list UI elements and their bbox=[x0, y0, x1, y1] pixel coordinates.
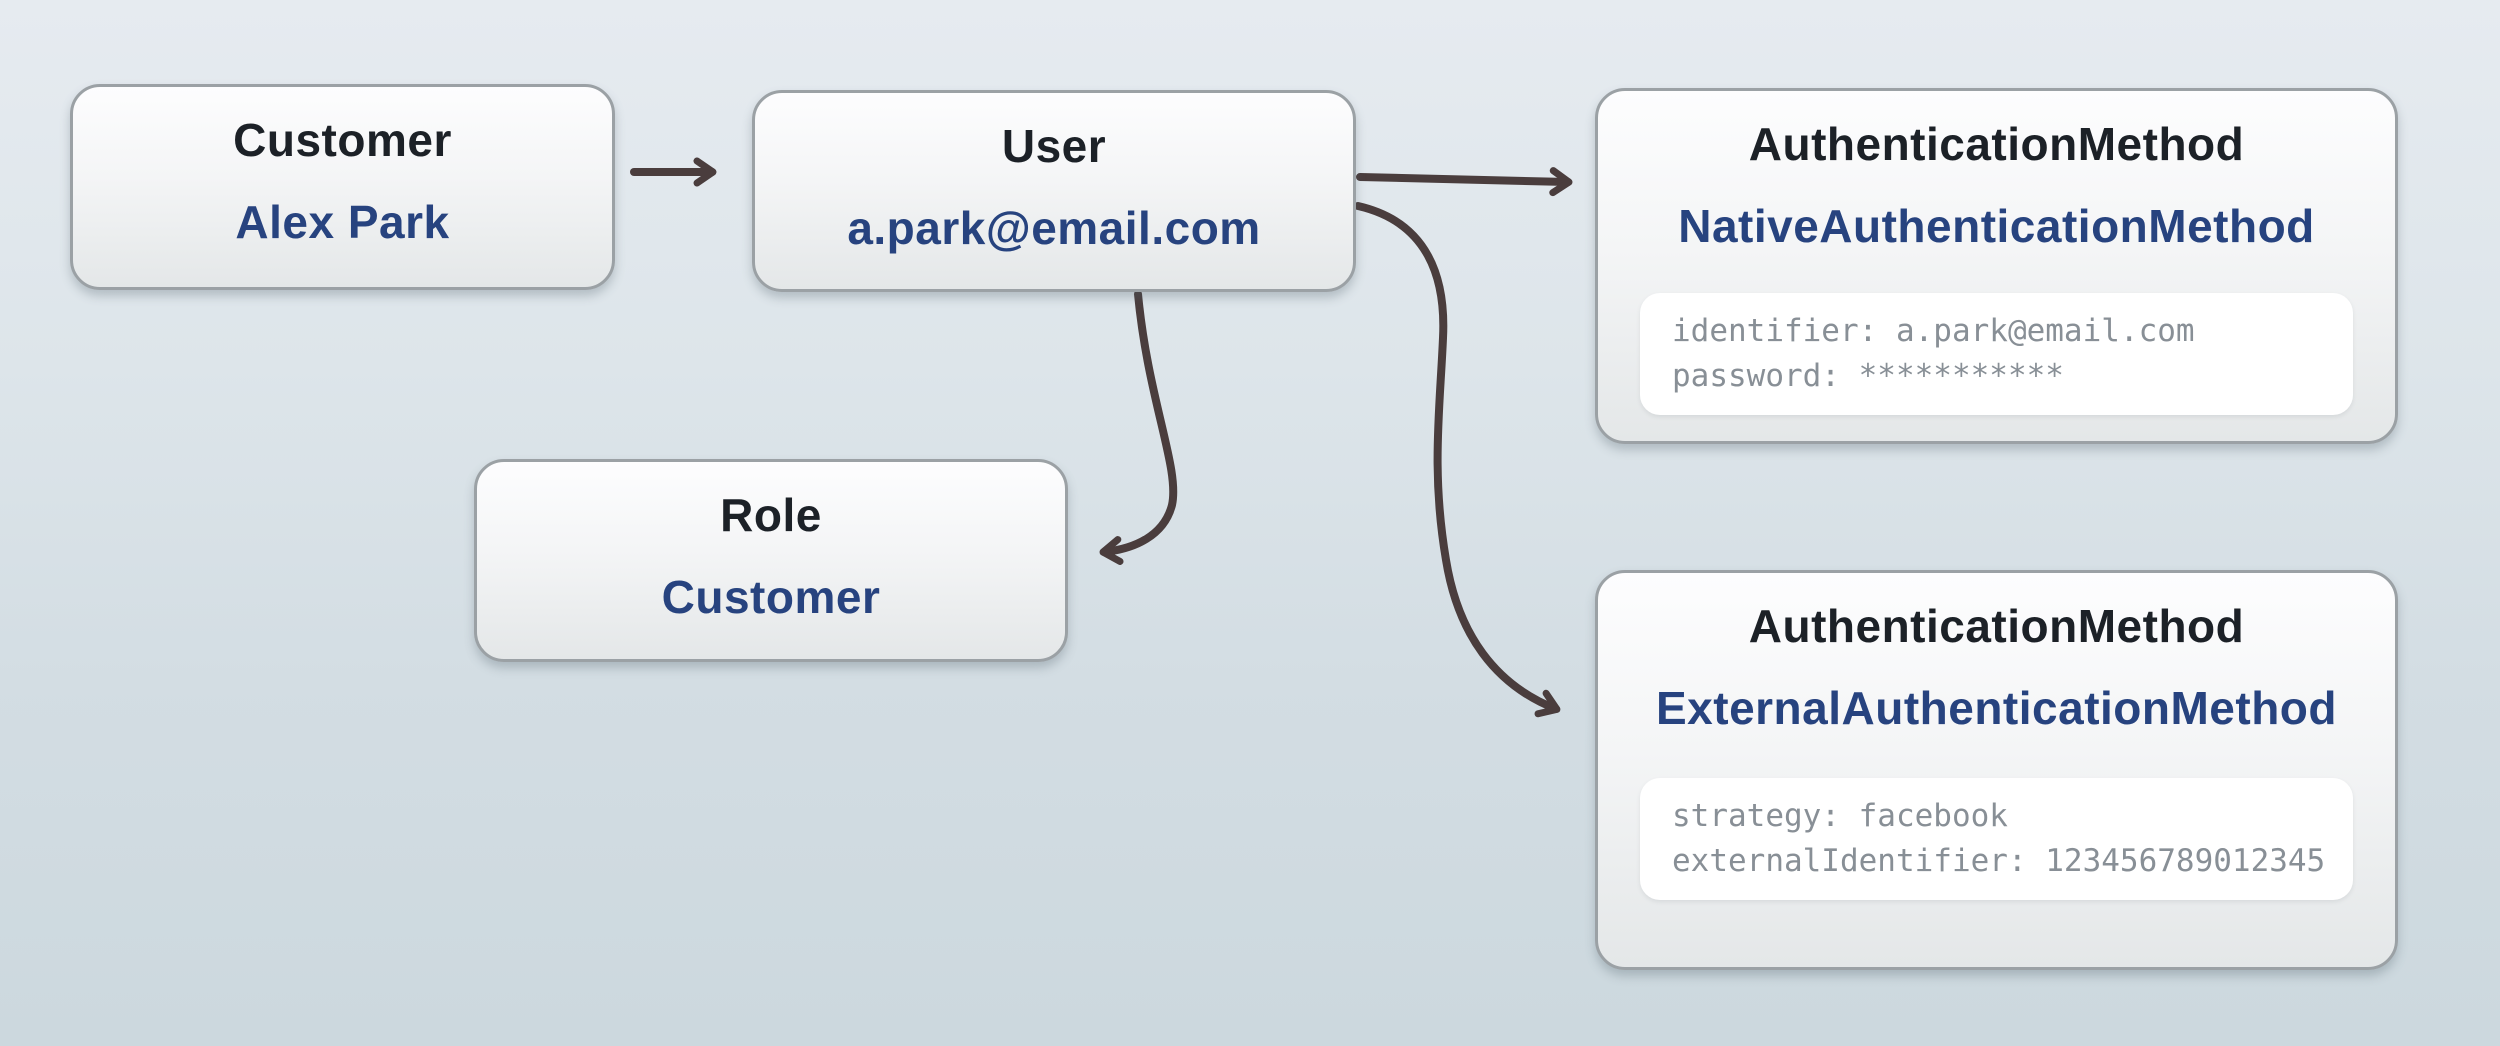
attribute-identifier: identifier: a.park@email.com bbox=[1672, 313, 2195, 349]
node-customer-value: Alex Park bbox=[235, 196, 450, 248]
node-external-authentication-method-title: AuthenticationMethod bbox=[1748, 600, 2245, 652]
node-role: Role Customer bbox=[474, 459, 1068, 662]
arrow-user-to-native-authentication-method bbox=[1356, 167, 1573, 197]
node-native-authentication-method-value: NativeAuthenticationMethod bbox=[1678, 200, 2315, 252]
node-user-value: a.park@email.com bbox=[847, 202, 1261, 254]
native-attributes-box: identifier: a.park@email.com password: *… bbox=[1640, 293, 2353, 415]
external-attributes-box: strategy: facebook externalIdentifier: 1… bbox=[1640, 778, 2353, 900]
node-user-title: User bbox=[1001, 120, 1107, 172]
node-external-authentication-method: AuthenticationMethod ExternalAuthenticat… bbox=[1595, 570, 2398, 970]
node-role-value: Customer bbox=[661, 571, 881, 623]
node-customer: Customer Alex Park bbox=[70, 84, 615, 290]
node-native-authentication-method: AuthenticationMethod NativeAuthenticatio… bbox=[1595, 88, 2398, 444]
node-customer-title: Customer bbox=[233, 114, 452, 166]
node-role-title: Role bbox=[720, 489, 822, 541]
node-external-authentication-method-value: ExternalAuthenticationMethod bbox=[1655, 682, 2338, 734]
arrow-user-to-role bbox=[1099, 290, 1178, 565]
node-user: User a.park@email.com bbox=[752, 90, 1356, 292]
arrow-user-to-external-authentication-method bbox=[1354, 202, 1561, 718]
attribute-password: password: *********** bbox=[1672, 358, 2064, 394]
node-native-authentication-method-title: AuthenticationMethod bbox=[1748, 118, 2245, 170]
attribute-strategy: strategy: facebook bbox=[1672, 798, 2008, 834]
attribute-external-identifier: externalIdentifier: 123456789012345 bbox=[1672, 843, 2326, 879]
